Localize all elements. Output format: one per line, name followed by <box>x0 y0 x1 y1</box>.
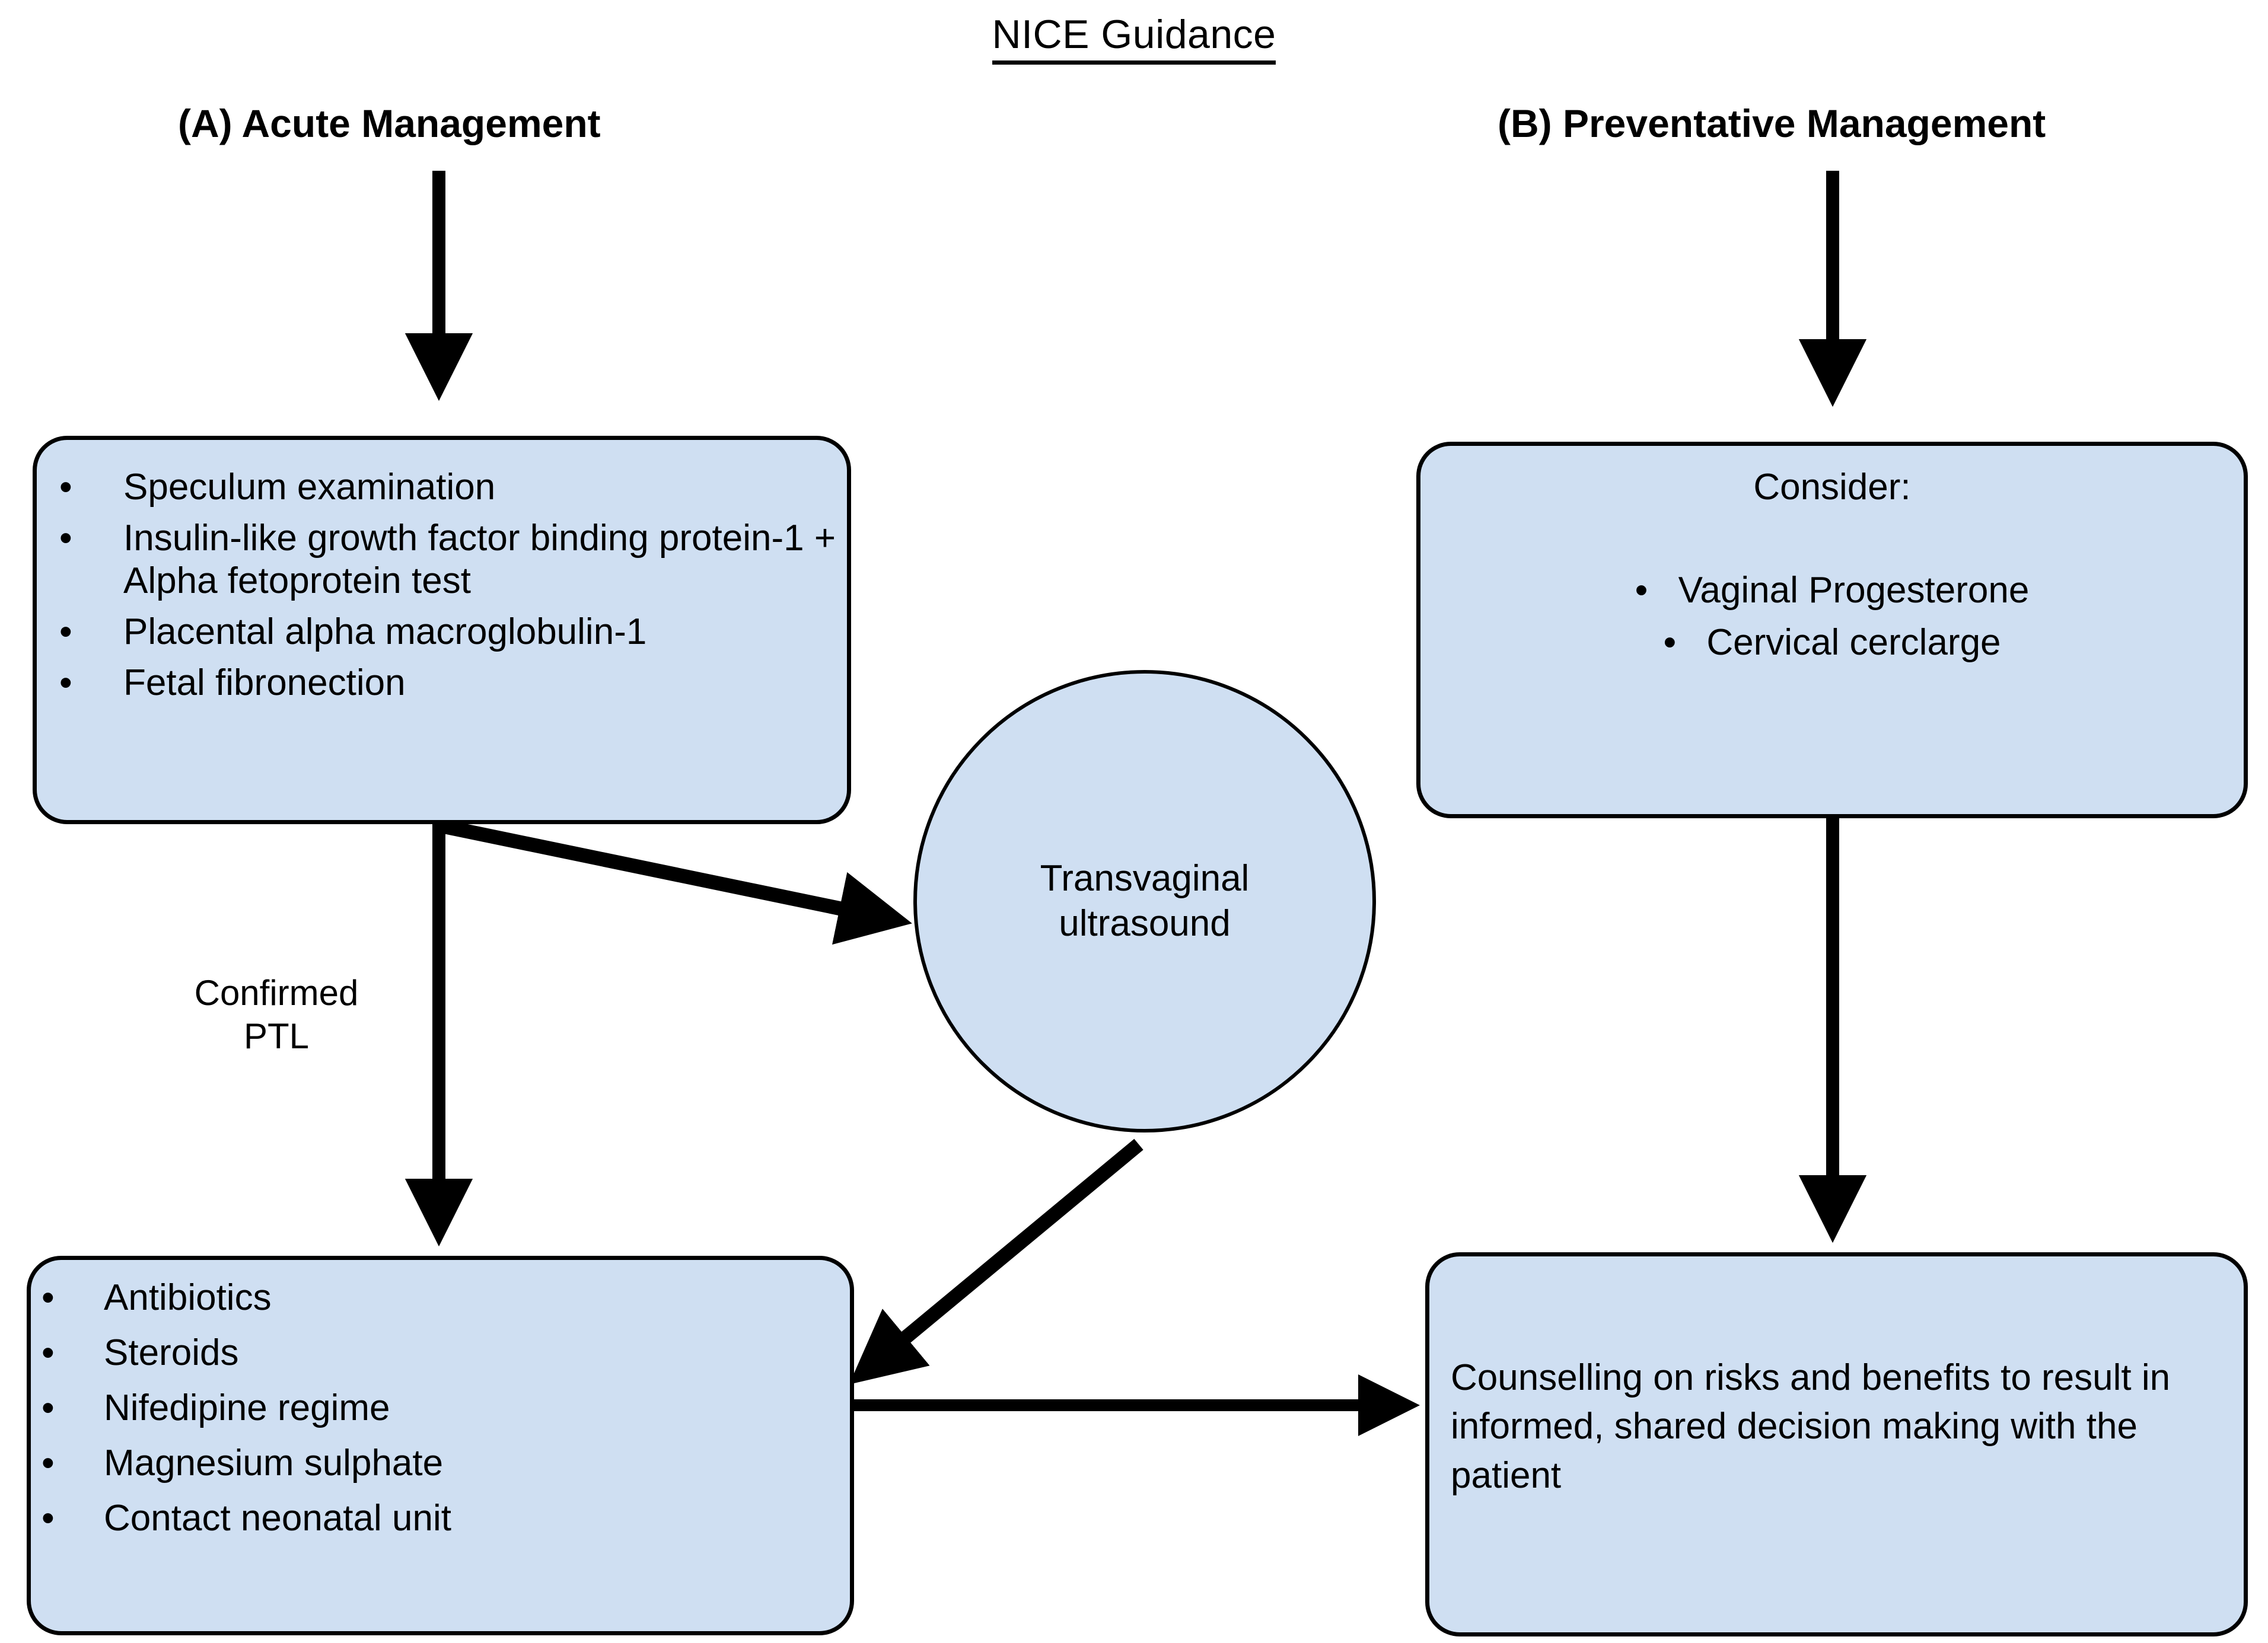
acute-investigations-list: • Speculum examination • Insulin-like gr… <box>59 466 847 704</box>
counselling-text: Counselling on risks and benefits to res… <box>1451 1357 2171 1496</box>
edge-a1-to-tvus <box>439 819 912 945</box>
node-acute-treatment[interactable]: • Antibiotics • Steroids • Nifedipine re… <box>27 1256 854 1635</box>
list-item: • Insulin-like growth factor binding pro… <box>59 517 836 601</box>
node-acute-investigations[interactable]: • Speculum examination • Insulin-like gr… <box>33 436 851 824</box>
node-transvaginal-ultrasound[interactable]: Transvaginal ultrasound <box>913 670 1376 1132</box>
column-heading-preventative-management: (B) Preventative Management <box>1498 101 2046 145</box>
diagram-title-text: NICE Guidance <box>992 12 1276 65</box>
bullet-icon: • <box>42 1442 55 1484</box>
bullet-icon: • <box>42 1277 55 1318</box>
transvaginal-ultrasound-label: Transvaginal ultrasound <box>1040 856 1250 946</box>
list-item: • Magnesium sulphate <box>42 1442 444 1484</box>
bullet-icon: • <box>1635 570 1648 611</box>
transvaginal-ultrasound-line-1: Transvaginal <box>1040 858 1250 899</box>
bullet-icon: • <box>42 1497 55 1539</box>
list-item: • Placental alpha macroglobulin-1 <box>59 611 647 652</box>
list-item: • Antibiotics <box>42 1277 272 1318</box>
list-item: • Fetal fibronection <box>59 662 406 703</box>
list-item: • Nifedipine regime <box>42 1387 390 1428</box>
bullet-icon: • <box>1663 622 1677 663</box>
list-item: • Contact neonatal unit <box>42 1497 451 1539</box>
consider-heading: Consider: <box>1753 467 1911 508</box>
list-item: • Cervical cerclarge <box>1663 622 2001 663</box>
transvaginal-ultrasound-line-2: ultrasound <box>1059 903 1231 944</box>
node-counselling[interactable]: Counselling on risks and benefits to res… <box>1425 1252 2248 1636</box>
bullet-icon: • <box>42 1332 55 1373</box>
edge-tvus-to-a2 <box>849 1138 1143 1384</box>
bullet-icon: • <box>59 611 72 652</box>
bullet-icon: • <box>59 517 72 559</box>
list-item: • Steroids <box>42 1332 239 1373</box>
column-heading-acute-management: (A) Acute Management <box>178 101 601 145</box>
node-preventative-options[interactable]: Consider: • Vaginal Progesterone • Cervi… <box>1416 442 2248 818</box>
bullet-icon: • <box>42 1387 55 1428</box>
bullet-icon: • <box>59 467 72 508</box>
edge-label-confirmed-ptl: Confirmed PTL <box>194 973 359 1057</box>
list-item: • Speculum examination <box>59 467 496 508</box>
acute-treatment-list: • Antibiotics • Steroids • Nifedipine re… <box>42 1277 850 1540</box>
bullet-icon: • <box>59 662 72 703</box>
preventative-options-list: • Vaginal Progesterone • Cervical cercla… <box>1420 569 2244 664</box>
diagram-title: NICE Guidance <box>0 12 2268 65</box>
list-item: • Vaginal Progesterone <box>1635 570 2030 611</box>
